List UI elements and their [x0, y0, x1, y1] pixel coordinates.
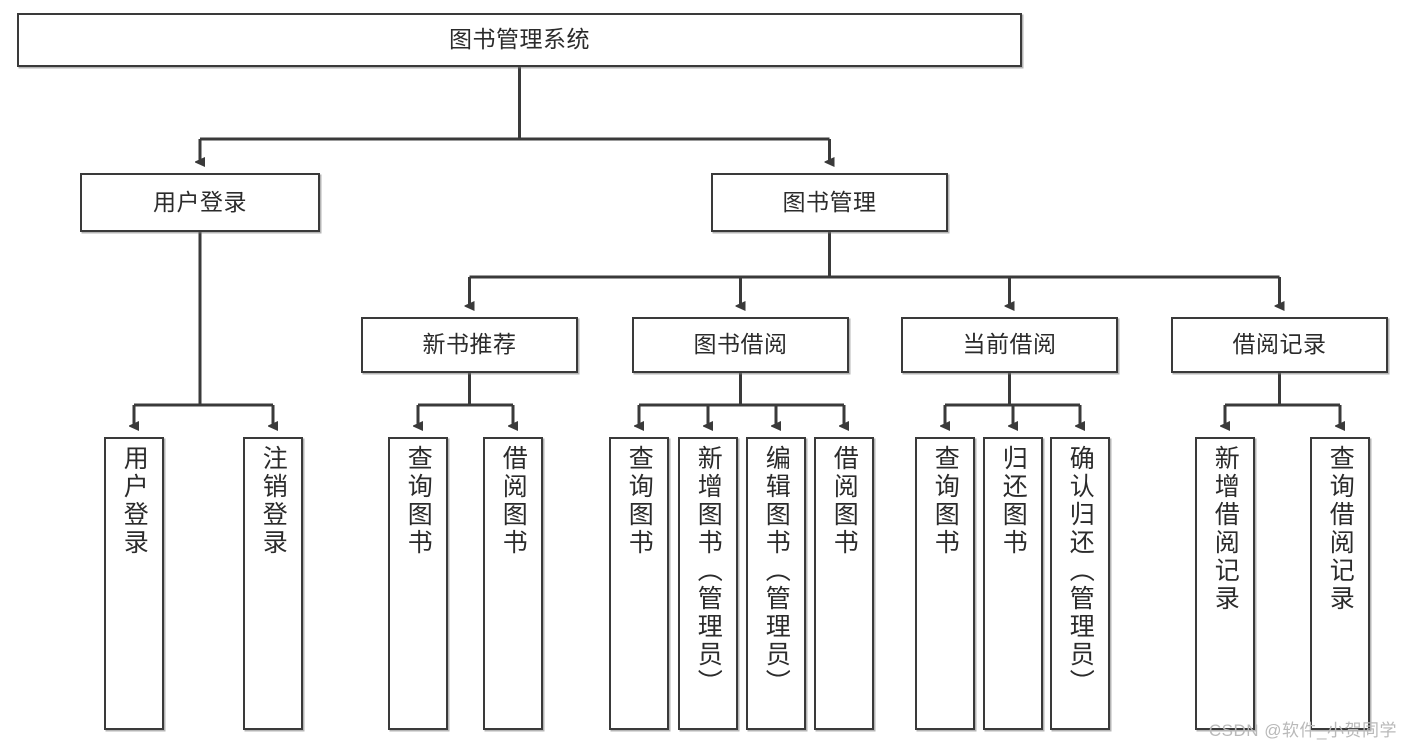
node-label: 查询图书 [625, 445, 654, 557]
leaf-node-1[interactable]: 注销登录 [243, 437, 303, 730]
node-label: 图书借阅 [693, 331, 788, 358]
leaf-node-6[interactable]: 编辑图书（管理员） [746, 437, 806, 730]
level3-node-3[interactable]: 借阅记录 [1171, 317, 1388, 373]
level3-node-1[interactable]: 图书借阅 [632, 317, 849, 373]
node-label: 新增借阅记录 [1211, 445, 1240, 613]
node-label: 查询借阅记录 [1326, 445, 1355, 613]
node-label: 用户登录 [153, 188, 247, 215]
leaf-node-4[interactable]: 查询图书 [609, 437, 669, 730]
leaf-node-11[interactable]: 新增借阅记录 [1195, 437, 1255, 730]
node-label: 图书管理系统 [449, 26, 590, 53]
node-label: 新书推荐 [422, 331, 517, 358]
node-label: 查询图书 [404, 445, 433, 557]
level3-node-0[interactable]: 新书推荐 [361, 317, 578, 373]
leaf-node-8[interactable]: 查询图书 [915, 437, 975, 730]
node-label: 当前借阅 [962, 331, 1057, 358]
level2-node-0[interactable]: 用户登录 [80, 173, 320, 232]
leaf-node-3[interactable]: 借阅图书 [483, 437, 543, 730]
leaf-node-7[interactable]: 借阅图书 [814, 437, 874, 730]
leaf-node-2[interactable]: 查询图书 [388, 437, 448, 730]
leaf-node-9[interactable]: 归还图书 [983, 437, 1043, 730]
node-label: 新增图书（管理员） [694, 445, 723, 697]
node-label: 编辑图书（管理员） [762, 445, 791, 697]
root-node-book-management-system[interactable]: 图书管理系统 [17, 13, 1022, 67]
leaf-node-0[interactable]: 用户登录 [104, 437, 164, 730]
node-label: 借阅图书 [499, 445, 528, 557]
watermark: CSDN @软件_小贺同学 [1208, 721, 1397, 740]
node-label: 图书管理 [782, 188, 877, 215]
node-label: 注销登录 [259, 445, 288, 557]
node-label: 借阅记录 [1232, 331, 1327, 358]
leaf-node-12[interactable]: 查询借阅记录 [1310, 437, 1370, 730]
leaf-node-10[interactable]: 确认归还（管理员） [1050, 437, 1110, 730]
leaf-node-5[interactable]: 新增图书（管理员） [678, 437, 738, 730]
node-label: 查询图书 [931, 445, 960, 557]
node-label: 用户登录 [120, 445, 149, 557]
node-label: 借阅图书 [830, 445, 859, 557]
level3-node-2[interactable]: 当前借阅 [901, 317, 1118, 373]
level2-node-1[interactable]: 图书管理 [711, 173, 948, 232]
node-label: 归还图书 [999, 445, 1028, 557]
node-label: 确认归还（管理员） [1066, 445, 1095, 697]
